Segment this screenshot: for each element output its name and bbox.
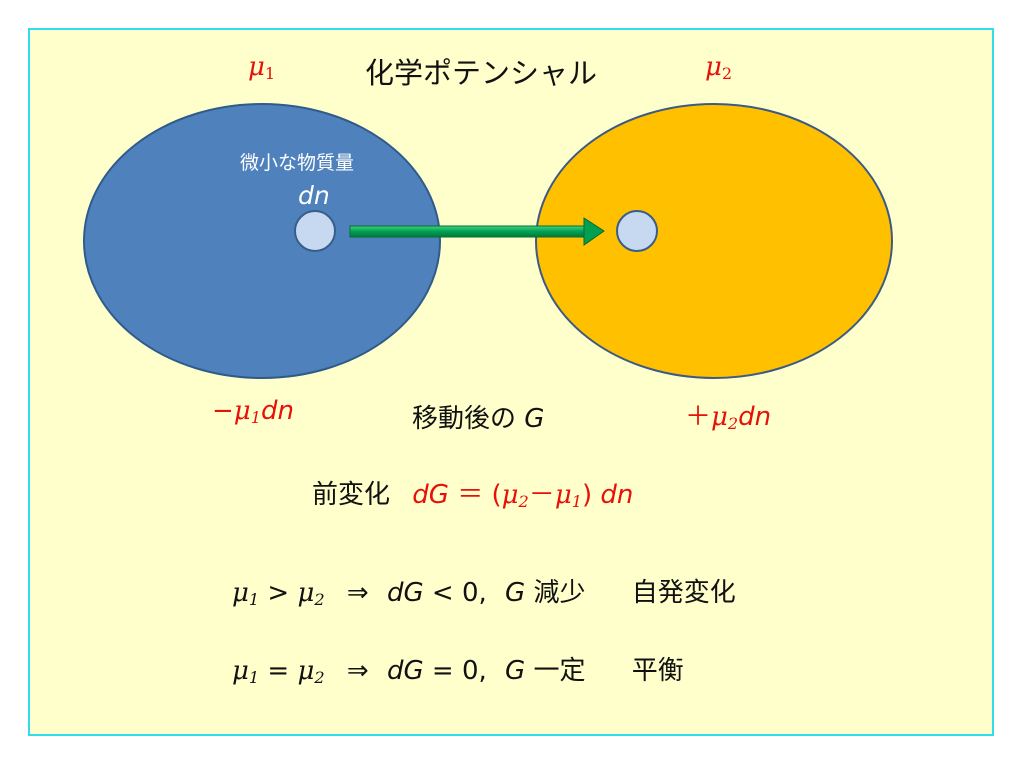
left-change-label: −μ1dn [212, 396, 294, 428]
delta-g-line: 前変化 dG ＝ (μ2－μ1) dn [312, 474, 633, 511]
region-mu2 [535, 103, 893, 379]
transfer-arrow [349, 217, 605, 246]
mu1-label: μ1 [248, 52, 276, 84]
region-mu1 [83, 103, 441, 379]
delta-prefix: 前変化 [312, 480, 391, 510]
dn-label: dn [298, 181, 330, 210]
condition-spontaneous: μ1 > μ2 ⇒ dG < 0, G 減少 自発変化 [232, 578, 736, 610]
particle-after [616, 210, 658, 252]
after-move-label: 移動後の G [412, 404, 545, 434]
title: 化学ポテンシャル [365, 56, 598, 90]
mu2-label: μ2 [705, 52, 733, 84]
particle-before [294, 210, 336, 252]
right-change-label: ＋μ2dn [685, 402, 772, 434]
delta-expression: dG ＝ (μ2－μ1) dn [412, 480, 634, 512]
small-amount-label: 微小な物質量 [240, 152, 355, 174]
condition-equilibrium: μ1 = μ2 ⇒ dG = 0, G 一定 平衡 [232, 656, 684, 688]
